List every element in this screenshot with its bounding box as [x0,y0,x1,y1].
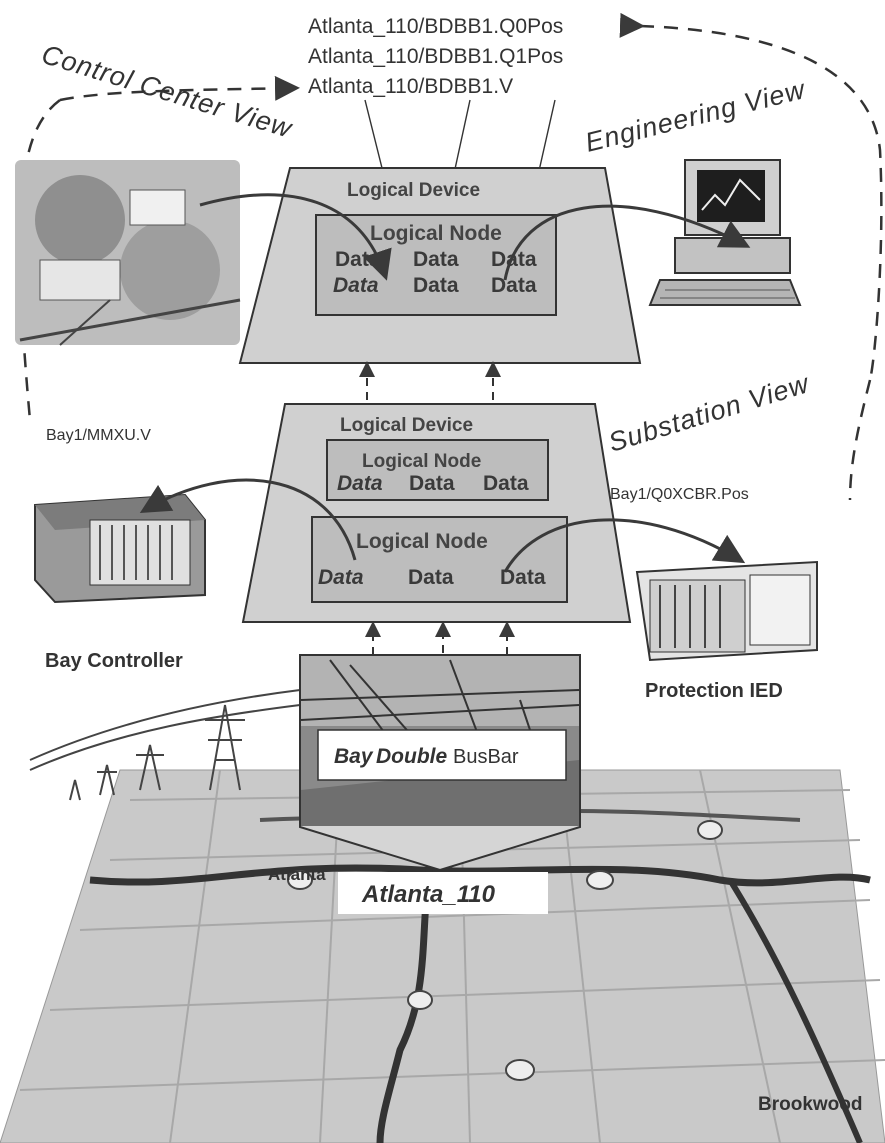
engineering-workstation-illustration [648,159,802,306]
map-label-brookwood: Brookwood [758,1094,863,1115]
bay-label-double: Double [376,745,447,768]
substation-label-box [338,872,548,914]
protection-ied-caption: Protection IED [645,680,783,702]
control-center-view-label: Control Center View [38,39,296,144]
bay-label-italic: Bay [334,745,374,768]
lower-data-bottom-3: Data [500,566,546,589]
lower-logical-node-bottom-label: Logical Node [356,530,488,553]
city-map: Atlanta Brookwood [0,769,885,1143]
upper-data-4: Data [333,274,379,297]
reference-q0pos: Atlanta_110/BDBB1.Q0Pos [308,15,563,38]
control-center-illustration [15,160,241,346]
bay-controller-illustration [34,493,206,604]
upper-data-2: Data [413,248,459,271]
upper-data-5: Data [413,274,459,297]
bay-photo-panel: Bay Double BusBar [299,654,581,872]
lower-logical-node-top-label: Logical Node [362,451,481,472]
upper-data-3: Data [491,248,537,271]
bay-label-busbar: BusBar [453,746,519,768]
upper-logical-node-label: Logical Node [370,222,502,245]
map-label-atlanta: Atlanta [268,865,326,884]
lower-data-bottom-1: Data [318,566,364,589]
bay-mmxu-reference: Bay1/MMXU.V [46,427,151,444]
lower-curved-arrows [139,478,746,573]
lower-data-top-1: Data [337,472,383,495]
lower-data-bottom-2: Data [408,566,454,589]
substation-label: Atlanta_110 [361,881,496,908]
reference-v: Atlanta_110/BDBB1.V [308,75,513,98]
transmission-towers [29,689,301,801]
upper-logical-device: Logical Device Logical Node Data Data Da… [238,167,642,364]
protection-ied-illustration [635,560,818,662]
lower-data-top-3: Data [483,472,529,495]
reference-q1pos: Atlanta_110/BDBB1.Q1Pos [308,45,563,68]
upper-logical-device-label: Logical Device [347,180,480,201]
upper-data-6: Data [491,274,537,297]
lower-logical-device: Logical Device Logical Node Data Data Da… [241,403,632,623]
lower-logical-device-label: Logical Device [340,415,473,436]
engineering-view-label: Engineering View [582,74,809,158]
substation-view-label: Substation View [605,368,813,458]
lower-data-top-2: Data [409,472,455,495]
bay-q0xcbr-reference: Bay1/Q0XCBR.Pos [610,486,749,503]
upper-curved-arrows [199,193,751,281]
bay-controller-caption: Bay Controller [45,650,183,672]
